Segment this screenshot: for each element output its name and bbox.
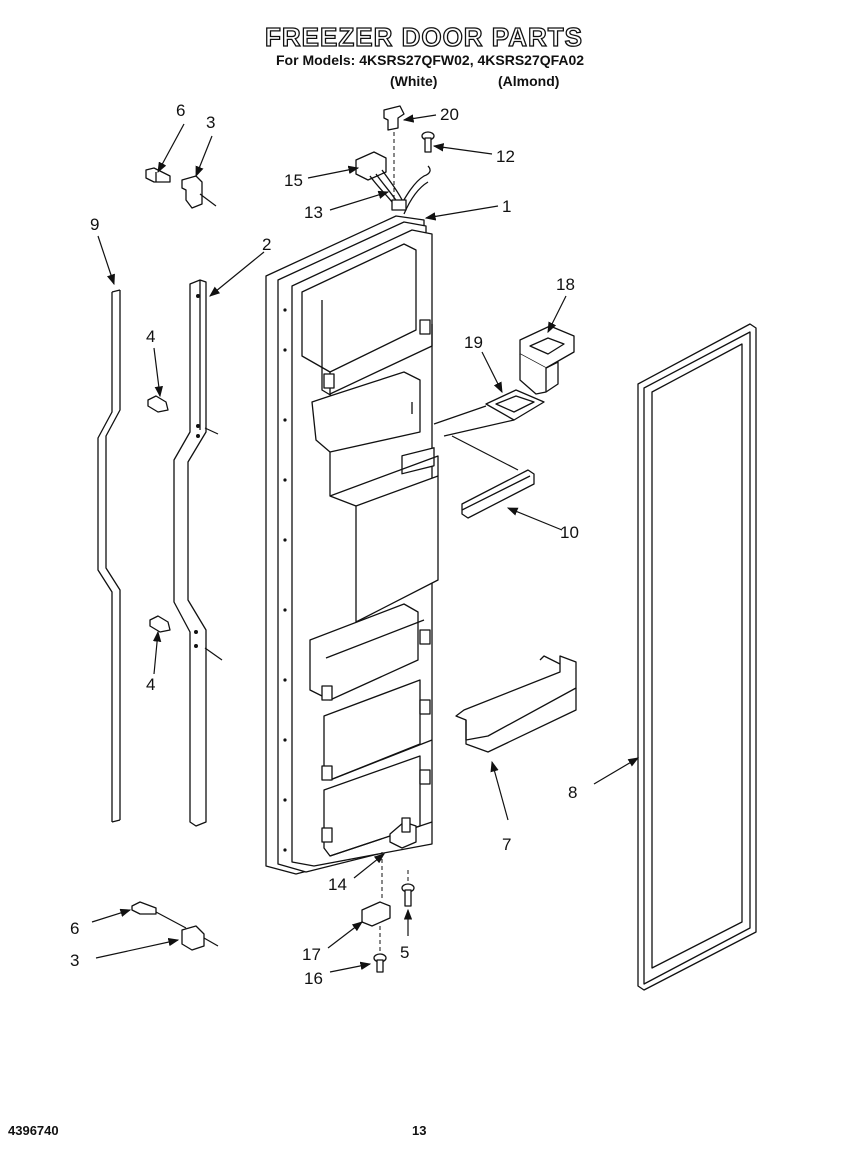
gasket-strip-9 bbox=[97, 289, 121, 823]
callout-2: 2 bbox=[262, 235, 271, 254]
callout-15: 15 bbox=[284, 171, 303, 190]
callout-13: 13 bbox=[304, 203, 323, 222]
callout-4-upper: 4 bbox=[146, 327, 155, 346]
variant-white: (White) bbox=[390, 73, 438, 89]
callout-6-top: 6 bbox=[176, 101, 185, 120]
screw-4-upper bbox=[147, 395, 169, 413]
screw-12 bbox=[421, 131, 435, 153]
callout-19: 19 bbox=[464, 333, 483, 352]
grommet-20 bbox=[383, 105, 405, 200]
screw-5 bbox=[401, 870, 415, 907]
hinge-3-bottom bbox=[181, 925, 219, 951]
callout-4-lower: 4 bbox=[146, 675, 155, 694]
wire-harness-13 bbox=[355, 151, 431, 215]
callout-6-bottom: 6 bbox=[70, 919, 79, 938]
callout-3-bottom: 3 bbox=[70, 951, 79, 970]
door-panel-1 bbox=[265, 215, 439, 875]
callout-1: 1 bbox=[502, 197, 511, 216]
chute-18 bbox=[519, 325, 575, 395]
hinge-bolt-6-top bbox=[145, 167, 171, 183]
callout-leaders bbox=[91, 114, 640, 973]
callout-5: 5 bbox=[400, 943, 409, 962]
bin-7 bbox=[455, 655, 577, 753]
screw-4-lower bbox=[149, 615, 171, 633]
page-title: FREEZER DOOR PARTS bbox=[264, 21, 583, 52]
trim-strip-2 bbox=[173, 279, 223, 827]
callout-9: 9 bbox=[90, 215, 99, 234]
callout-12: 12 bbox=[496, 147, 515, 166]
callout-3-top: 3 bbox=[206, 113, 215, 132]
screw-16 bbox=[373, 953, 387, 973]
hinge-pin-14 bbox=[381, 817, 417, 900]
gasket-8 bbox=[637, 323, 757, 991]
hinge-bolt-6-bottom bbox=[131, 901, 187, 929]
seal-19 bbox=[433, 389, 545, 437]
callout-20: 20 bbox=[440, 105, 459, 124]
callout-7: 7 bbox=[502, 835, 511, 854]
bracket-17 bbox=[361, 901, 391, 952]
callout-numbers: 6 3 9 2 4 4 20 12 15 13 1 18 19 10 7 8 6… bbox=[70, 101, 579, 988]
callout-10: 10 bbox=[560, 523, 579, 542]
callout-16: 16 bbox=[304, 969, 323, 988]
variant-almond: (Almond) bbox=[498, 73, 560, 89]
page-number: 13 bbox=[412, 1123, 427, 1138]
document-number: 4396740 bbox=[8, 1123, 59, 1138]
callout-17: 17 bbox=[302, 945, 321, 964]
callout-8: 8 bbox=[568, 783, 577, 802]
hinge-3-top bbox=[181, 175, 217, 209]
callout-18: 18 bbox=[556, 275, 575, 294]
callout-14: 14 bbox=[328, 875, 347, 894]
trim-10 bbox=[451, 435, 535, 519]
models-line: For Models: 4KSRS27QFW02, 4KSRS27QFA02 bbox=[276, 52, 585, 68]
